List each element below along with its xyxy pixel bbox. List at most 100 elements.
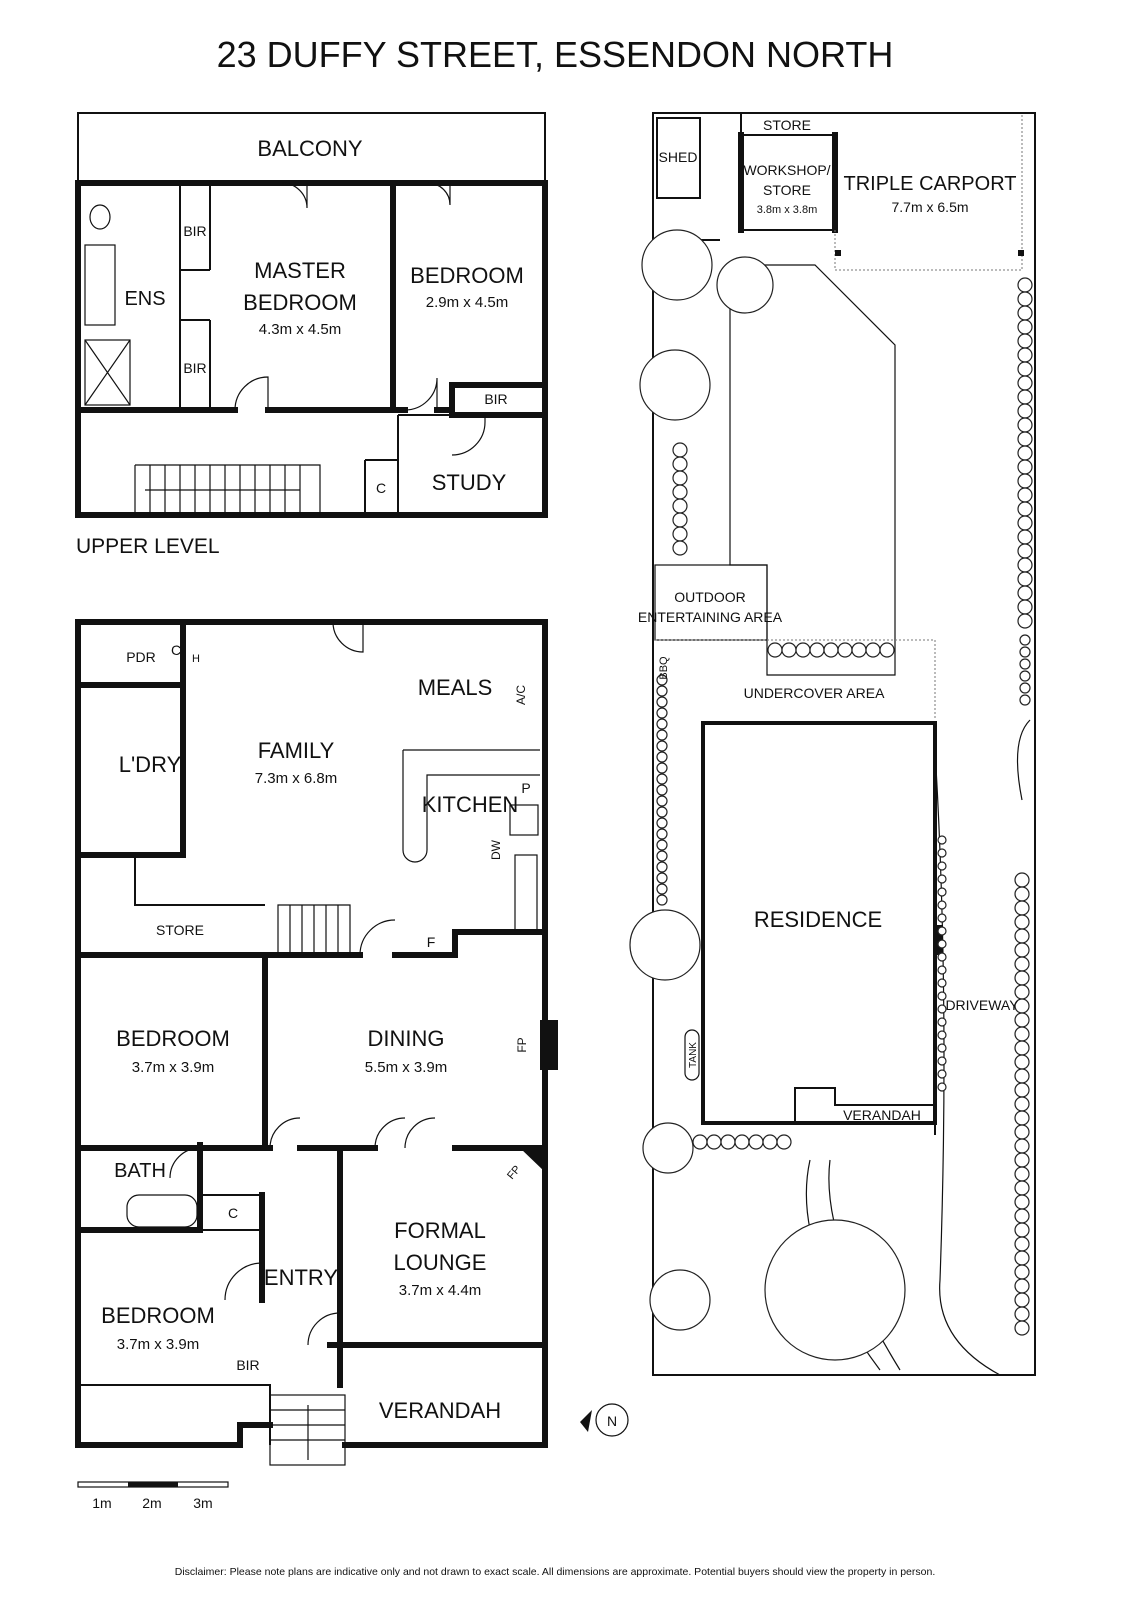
hedge-shrub — [656, 718, 668, 730]
room-ens: ENS — [124, 288, 165, 310]
hedge-shrub — [706, 1134, 722, 1150]
hedge-shrub — [1017, 347, 1033, 363]
hedge-shrub — [823, 642, 839, 658]
hedge-shrub — [720, 1134, 736, 1150]
hedge-shrub — [1019, 694, 1031, 706]
ground-level-plan: PDR C H L'DRY FAMILY 7.3m x 6.8m MEALS A… — [75, 619, 558, 1466]
disclaimer: Disclaimer: Please note plans are indica… — [175, 1566, 936, 1578]
hedge-shrub — [1017, 389, 1033, 405]
upper-level-plan: BALCONY ENS BIR BIR MASTER BEDROOM 4.3m … — [75, 112, 548, 558]
room-bedroom: BEDROOM — [101, 1303, 215, 1328]
hedge-shrub — [937, 991, 947, 1001]
hedge-shrub — [1014, 970, 1030, 986]
hedge-shrub — [937, 1056, 947, 1066]
hedge-shrub — [1017, 557, 1033, 573]
trees — [629, 229, 906, 1361]
hedge-shrub — [937, 965, 947, 975]
hedge-shrub — [937, 939, 947, 949]
hedge-shrub — [1014, 886, 1030, 902]
bbq-label: BBQ — [658, 656, 670, 680]
fridge-label: F — [427, 934, 436, 950]
north-compass: N — [580, 1403, 629, 1437]
hedge-shrub — [809, 642, 825, 658]
hedge-shrub — [1017, 613, 1033, 629]
vanity — [84, 244, 116, 326]
hedge-shrub — [1014, 928, 1030, 944]
upper-exterior-walls — [75, 180, 548, 518]
hedge-shrub — [1014, 1138, 1030, 1154]
hedge-shrub — [1017, 417, 1033, 433]
hedge-shrub — [851, 642, 867, 658]
pantry-label: P — [521, 780, 530, 796]
hedge-shrub — [937, 1017, 947, 1027]
hedge-shrub — [1014, 1110, 1030, 1126]
hedge-shrub — [656, 806, 668, 818]
hedge-dots — [656, 277, 1033, 1336]
hedge-shrub — [1017, 473, 1033, 489]
hedge-shrub — [1017, 291, 1033, 307]
hedge-shrub — [1014, 1096, 1030, 1112]
hedge-shrub — [1017, 487, 1033, 503]
hedge-shrub — [1014, 1222, 1030, 1238]
hedge-shrub — [1014, 956, 1030, 972]
hedge-shrub — [656, 696, 668, 708]
hedge-shrub — [672, 540, 688, 556]
site-boundary — [652, 112, 1036, 1376]
hedge-shrub — [937, 952, 947, 962]
ground-door-swings — [169, 621, 436, 1346]
scale-2m: 2m — [142, 1495, 161, 1511]
hedge-shrub — [672, 470, 688, 486]
hedge-shrub — [1014, 1208, 1030, 1224]
hedge-shrub — [656, 872, 668, 884]
hedge-shrub — [656, 784, 668, 796]
room-h: H — [192, 653, 200, 665]
room-formal-lounge: FORMAL — [394, 1218, 486, 1243]
hedge-shrub — [748, 1134, 764, 1150]
hedge-shrub — [937, 1069, 947, 1079]
hedge-shrub — [937, 1030, 947, 1040]
tank-label: TANK — [688, 1042, 699, 1068]
hedge-shrub — [1017, 375, 1033, 391]
hedge-shrub — [656, 828, 668, 840]
room-formal-lounge: LOUNGE — [394, 1250, 487, 1275]
cooktop — [509, 804, 539, 836]
room-store: STORE — [763, 117, 811, 133]
hedge-shrub — [656, 795, 668, 807]
hedge-shrub — [1017, 585, 1033, 601]
compass-n-icon: N — [607, 1413, 617, 1429]
hedge-shrub — [1017, 515, 1033, 531]
room-cupboard: C — [376, 480, 386, 496]
hedge-shrub — [656, 762, 668, 774]
hedge-shrub — [656, 839, 668, 851]
scale-1m: 1m — [92, 1495, 111, 1511]
sink — [514, 854, 538, 931]
room-meals: MEALS — [418, 675, 493, 700]
scale-bar: 1m 2m 3m — [77, 1481, 229, 1511]
hedge-shrub — [1017, 319, 1033, 335]
bedroom-dimensions: 3.7m x 3.9m — [117, 1336, 200, 1353]
room-family: FAMILY — [258, 738, 335, 763]
master-dimensions: 4.3m x 4.5m — [259, 321, 342, 338]
bedroom-dimensions: 2.9m x 4.5m — [426, 294, 509, 311]
bedroom-dimensions: 3.7m x 3.9m — [132, 1059, 215, 1076]
shower-cross — [84, 339, 131, 406]
fireplace-label: FP — [505, 1163, 523, 1181]
study-walls — [364, 414, 545, 515]
hedge-shrub — [672, 442, 688, 458]
room-workshop: WORKSHOP/ — [743, 162, 830, 178]
ground-interior-walls — [75, 619, 548, 1388]
fireplace-corner — [520, 1148, 545, 1172]
family-dimensions: 7.3m x 6.8m — [255, 770, 338, 787]
hedge-shrub — [1017, 599, 1033, 615]
hedge-shrub — [937, 1004, 947, 1014]
hedge-shrub — [937, 1082, 947, 1092]
hedge-shrub — [656, 773, 668, 785]
dining-dimensions: 5.5m x 3.9m — [365, 1059, 448, 1076]
formal-dimensions: 3.7m x 4.4m — [399, 1282, 482, 1299]
workshop-walls — [738, 132, 838, 233]
hedge-shrub — [937, 887, 947, 897]
scale-3m: 3m — [193, 1495, 212, 1511]
residence-outline — [701, 721, 937, 1125]
hedge-shrub — [837, 642, 853, 658]
room-bir: BIR — [484, 391, 507, 407]
